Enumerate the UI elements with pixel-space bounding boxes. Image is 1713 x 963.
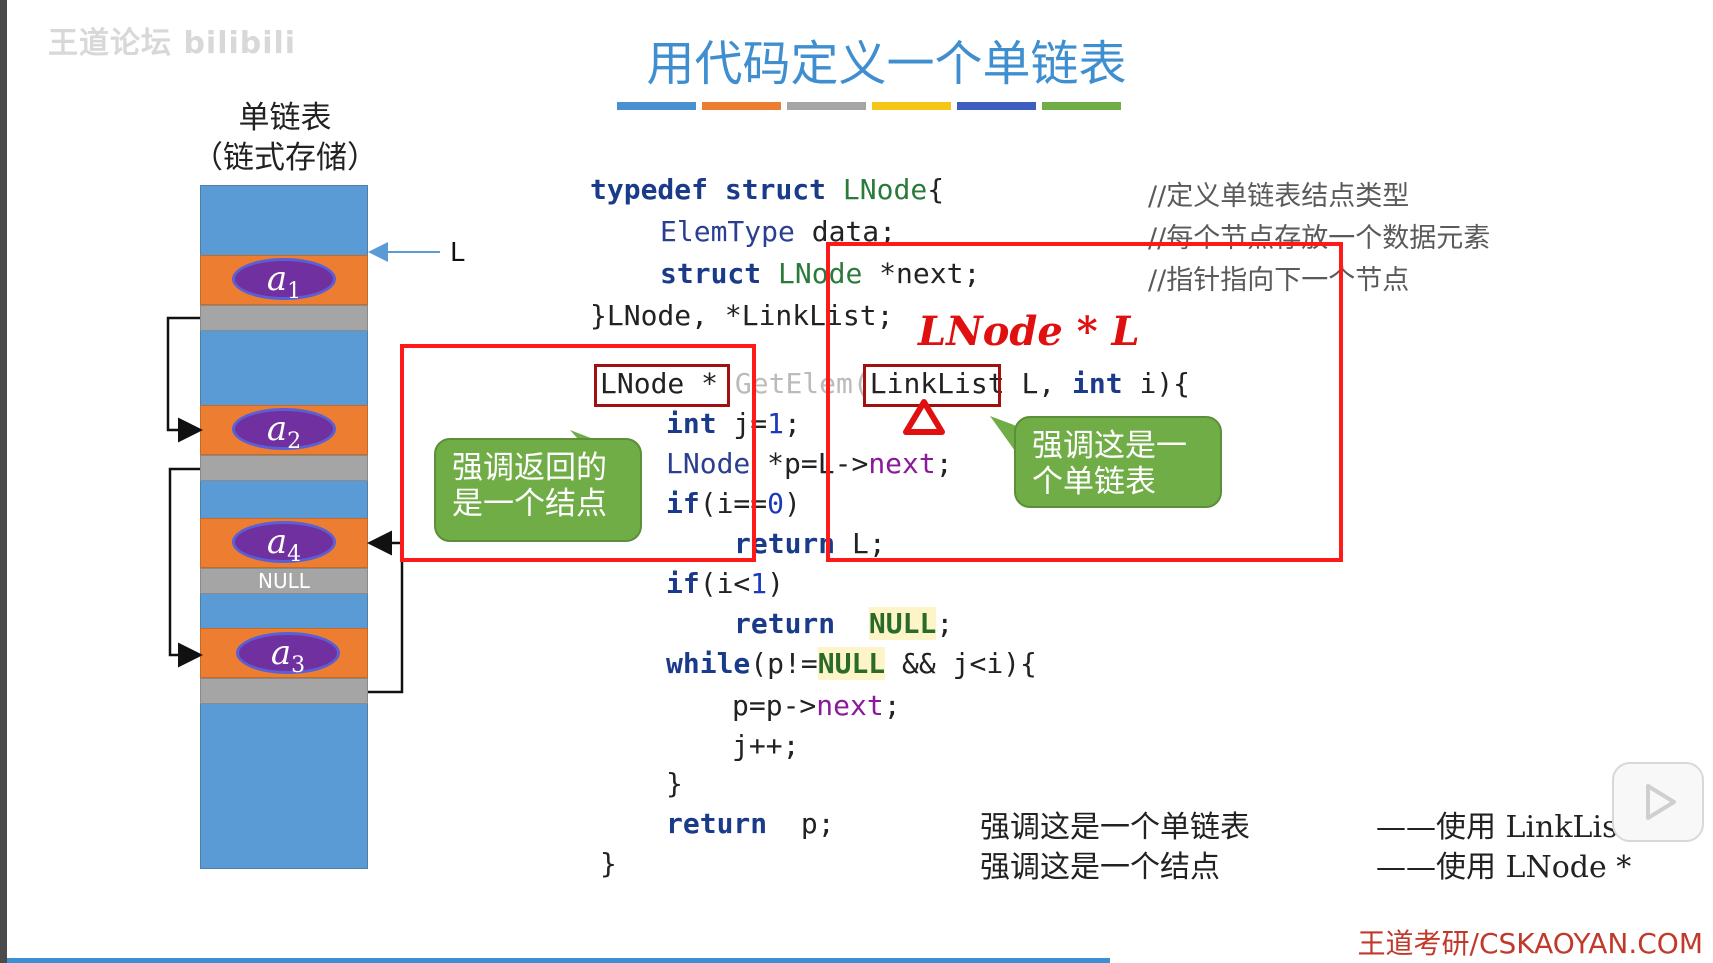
node-ellipse-a4: a4 [232,521,336,567]
code-line-16: return p; [666,807,835,840]
stripe-orange [702,102,781,110]
link-arrows [166,242,440,694]
video-progress-bar[interactable] [7,958,1110,963]
diagram-label-title: 单链表 [238,100,332,136]
stripe-gray [787,102,866,110]
diagram-label-subtitle: （链式存储） [192,140,378,176]
callout-linked-list: 强调这是一个单链表 [1014,416,1222,508]
play-button[interactable] [1612,762,1704,842]
brand-footer: 王道考研/CSKAOYAN.COM [1357,927,1703,960]
comment-2: //每个节点存放一个数据元素 [1148,223,1491,254]
return-type-box [594,364,730,407]
summary-node-desc: 强调这是一个结点 [980,850,1220,885]
code-line-4: }LNode, *LinkList; [590,299,894,332]
slide-title: 用代码定义一个单链表 [646,36,1127,92]
node-ellipse-a3: a3 [236,632,340,678]
code-line-14: j++; [732,729,800,762]
code-line-13: p=p->next; [732,689,901,722]
code-line-6: int j=1; [666,407,801,440]
stripe-yellow [872,102,951,110]
handwritten-triangle-mark [903,399,945,435]
code-line-9: return L; [734,527,886,560]
code-line-1: typedef struct LNode{ [590,173,945,206]
param-highlight-box [826,242,1343,562]
return-highlight-box [400,344,756,562]
window-left-border [0,0,7,963]
play-icon [1646,784,1676,820]
comment-1: //定义单链表结点类型 [1148,181,1410,212]
param-type-box [863,364,1001,407]
node-ellipse-a2: a2 [232,408,336,454]
comment-3: //指针指向下一个节点 [1148,265,1410,296]
pointer-cell-a3 [200,678,368,704]
stripe-green [1042,102,1121,110]
code-line-15: } [666,767,683,800]
code-line-10: if(i<1) [666,567,785,600]
code-line-12: while(p!=NULL && j<i){ [666,647,1037,680]
pointer-cell-a1 [200,305,368,331]
stripe-blue [617,102,696,110]
node-ellipse-a1: a1 [232,258,336,304]
code-line-11: return NULL; [734,607,954,640]
code-line-7: LNode *p=L->next; [666,447,953,480]
code-line-17: } [600,847,617,880]
code-line-3: struct LNode *next; [660,257,981,290]
pointer-cell-a2 [200,455,368,481]
code-line-2: ElemType data; [660,215,897,248]
stripe-navy [957,102,1036,110]
handwritten-annotation: LNode * L [918,308,1140,355]
callout-return-node: 强调返回的是一个结点 [434,438,642,542]
summary-linklist-desc: 强调这是一个单链表 [980,810,1250,845]
watermark-text: 王道论坛 bilibili [48,26,297,61]
summary-node-usage: ——使用 LNode * [1376,850,1632,885]
title-color-stripes [617,102,1121,110]
code-line-5: LNode * GetElem(LinkList L, int i){ [600,367,1191,400]
pointer-cell-a4: NULL [200,568,368,594]
summary-linklist-usage: ——使用 LinkList [1376,810,1630,845]
head-pointer-label: L [450,238,465,268]
